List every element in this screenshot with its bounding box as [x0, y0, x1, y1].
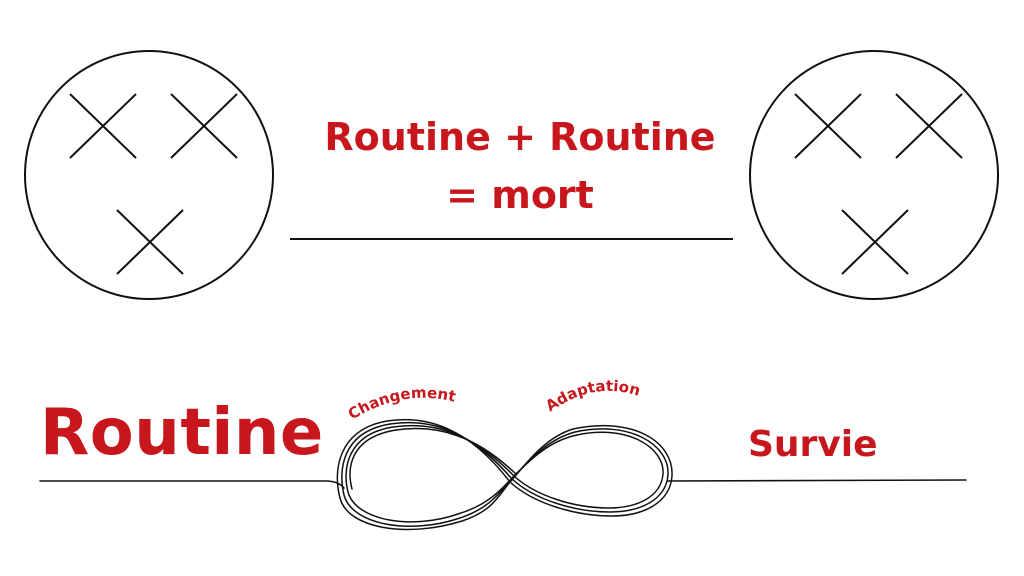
- equation-line-2: = mort: [446, 173, 594, 217]
- routine-label: Routine: [40, 396, 324, 470]
- face-outline: [749, 50, 999, 300]
- face-outline: [24, 50, 274, 300]
- adaptation-label: Adaptation: [542, 377, 642, 415]
- survie-label: Survie: [748, 424, 878, 465]
- dead-face-right: [749, 50, 999, 300]
- dead-face-left: [24, 50, 274, 300]
- baseline-right: [667, 479, 967, 482]
- x-eye-right-icon: [170, 93, 238, 159]
- baseline-left: [39, 480, 345, 489]
- infinity-loop-icon: [336, 418, 673, 531]
- x-eye-left-icon: [794, 93, 862, 159]
- x-mouth-icon: [116, 209, 184, 275]
- x-eye-left-icon: [69, 93, 137, 159]
- equation-text: Routine + Routine = mort: [300, 108, 740, 224]
- equation-line-1: Routine + Routine: [324, 115, 716, 159]
- changement-label: Changement: [345, 384, 458, 424]
- x-eye-right-icon: [895, 93, 963, 159]
- x-mouth-icon: [841, 209, 909, 275]
